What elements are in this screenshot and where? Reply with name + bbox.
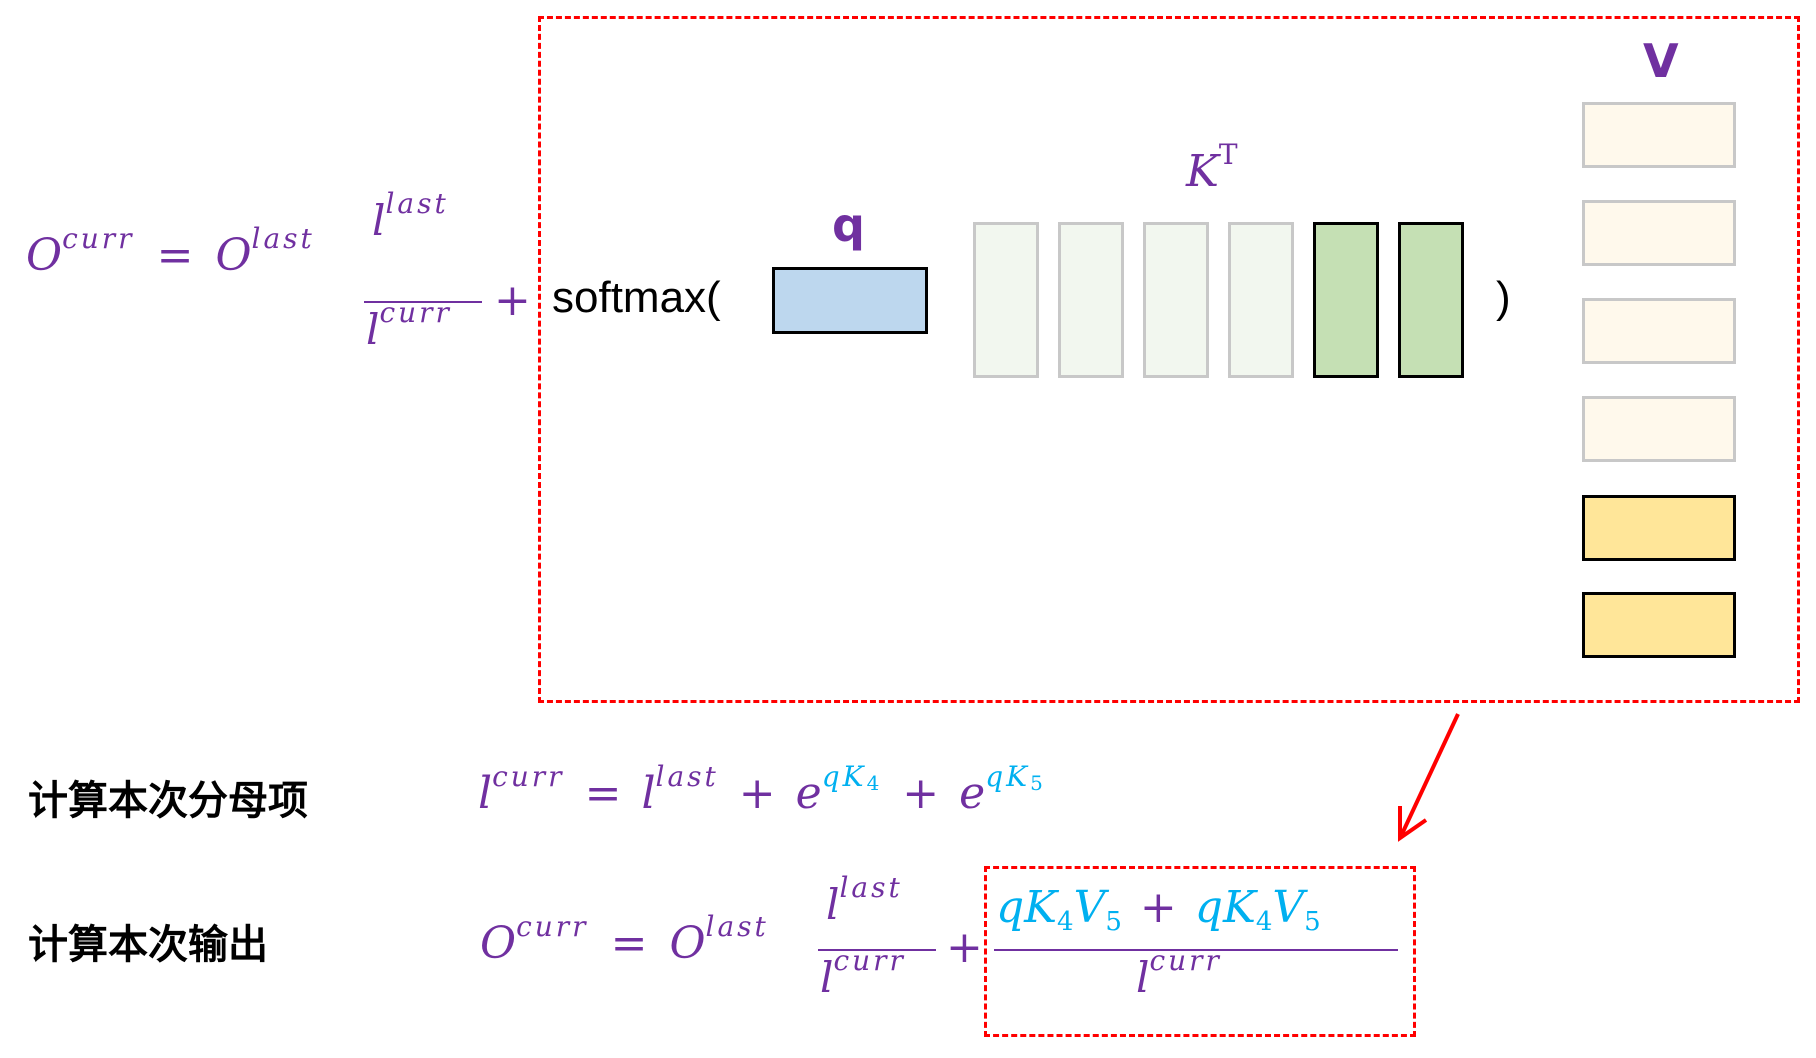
top-plus: + — [494, 275, 531, 326]
hl-a-v: V — [1073, 882, 1106, 933]
den-plus1: + — [738, 768, 776, 819]
top-frac-line — [364, 301, 482, 303]
hl-a-qk: qK — [996, 882, 1058, 933]
k-block-5 — [1313, 222, 1379, 378]
out-num-sup: last — [839, 871, 903, 904]
den-l2: l — [641, 768, 656, 819]
output-label: 计算本次输出 — [28, 922, 268, 968]
den-e2-sup: qK5 — [985, 760, 1046, 795]
top-lhs-sup: curr — [62, 222, 135, 255]
v-block-5 — [1582, 495, 1736, 561]
highlight-denominator: lcurr — [1136, 944, 1222, 1002]
top-frac-den: lcurr — [366, 296, 452, 354]
hl-b-qk: qK — [1194, 882, 1256, 933]
hl-a-sub1: 4 — [1057, 907, 1074, 937]
den-e2: e — [959, 768, 986, 819]
hl-b-v: V — [1272, 882, 1305, 933]
den-e2-sup-text: qK — [985, 760, 1031, 793]
out-num-l: l — [826, 880, 840, 929]
denominator-label: 计算本次分母项 — [28, 778, 308, 824]
k-block-6 — [1398, 222, 1464, 378]
out-lhs-sup: curr — [516, 910, 589, 943]
highlight-numerator: qK4V5 + qK4V5 — [996, 882, 1321, 937]
v-block-2 — [1582, 200, 1736, 266]
top-lhs: O — [26, 230, 63, 281]
out-eq: = — [610, 918, 648, 969]
out-den-l: l — [820, 953, 834, 1002]
v-block-4 — [1582, 396, 1736, 462]
den-e1-sub: 4 — [866, 771, 883, 795]
top-frac-num: llast — [372, 187, 449, 245]
arrow-icon — [1398, 713, 1460, 842]
out-plus: + — [946, 922, 983, 973]
den-plus2: + — [902, 768, 940, 819]
softmax-close: ) — [1496, 273, 1511, 322]
hl-den-l: l — [1136, 953, 1150, 1002]
out-frac-den: lcurr — [820, 944, 906, 1002]
out-o: O — [669, 918, 706, 969]
k-block-4 — [1228, 222, 1294, 378]
v-block-1 — [1582, 102, 1736, 168]
top-num-sup: last — [385, 187, 449, 220]
hl-b-sub1: 4 — [1255, 907, 1273, 937]
k-block-1 — [973, 222, 1039, 378]
softmax-open: softmax( — [552, 273, 721, 322]
q-label: q — [832, 198, 865, 252]
highlight-box — [984, 866, 1416, 1037]
top-o: O — [215, 230, 252, 281]
den-e1-sup: qK4 — [821, 760, 883, 795]
top-eq: = — [156, 230, 194, 281]
k-letter: K — [1186, 146, 1219, 197]
k-sup: T — [1218, 138, 1241, 171]
top-den-sup: curr — [379, 296, 452, 329]
k-block-3 — [1143, 222, 1209, 378]
out-lhs: O — [480, 918, 517, 969]
den-e2-sub: 5 — [1030, 771, 1046, 795]
hl-a-sub2: 5 — [1105, 907, 1122, 937]
den-e1-sup-text: qK — [821, 760, 867, 793]
highlight-frac-line — [994, 949, 1398, 951]
hl-b-sub2: 5 — [1304, 907, 1321, 937]
out-den-sup: curr — [833, 944, 906, 977]
top-formula: Ocurr = Olast — [26, 222, 315, 281]
v-block-6 — [1582, 592, 1736, 658]
den-eq: = — [584, 768, 622, 819]
den-l1: l — [478, 768, 493, 819]
out-frac-num: llast — [826, 871, 903, 929]
v-label: V — [1643, 34, 1679, 88]
output-lhs: Ocurr = Olast — [480, 910, 769, 969]
den-l2-sup: last — [655, 760, 719, 793]
top-o-sup: last — [251, 222, 315, 255]
v-block-3 — [1582, 298, 1736, 364]
den-l1-sup: curr — [492, 760, 565, 793]
den-e1: e — [795, 768, 822, 819]
attention-box — [538, 16, 1800, 703]
top-den-l: l — [366, 305, 380, 354]
top-num-l: l — [372, 196, 386, 245]
denominator-formula: lcurr = llast + eqK4 + eqK5 — [478, 760, 1046, 819]
hl-plus: + — [1139, 882, 1177, 933]
k-label: KT — [1186, 138, 1241, 197]
out-frac-line — [818, 949, 936, 951]
k-block-2 — [1058, 222, 1124, 378]
out-o-sup: last — [705, 910, 769, 943]
hl-den-sup: curr — [1149, 944, 1222, 977]
q-vector — [772, 267, 928, 334]
